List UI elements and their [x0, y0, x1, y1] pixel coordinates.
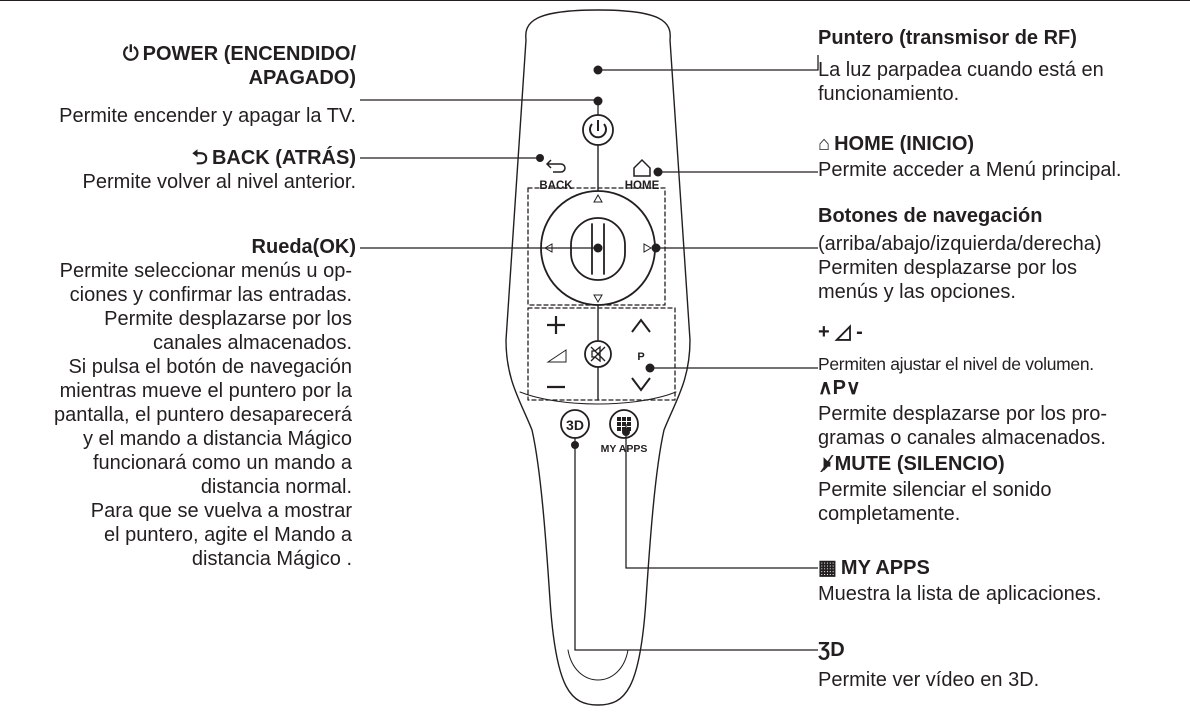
remote-lower-edge [519, 391, 677, 405]
power-icon: ⏻ [122, 43, 139, 65]
dot-back [536, 154, 544, 162]
mute-desc: Permite silenciar el sonido completament… [818, 479, 1052, 525]
dot-pointer [593, 65, 603, 75]
dot-3d [571, 441, 579, 449]
home-desc: Permite acceder a Menú principal. [818, 159, 1122, 181]
program-title: ∧P∨ [818, 377, 861, 399]
mute-icon: 🕨̸ [818, 453, 831, 475]
mute-glyph [590, 345, 606, 363]
threed-title: ƷD [818, 638, 1188, 662]
leader-3d [574, 438, 818, 651]
back-desc: Permite volver al nivel anterior. [82, 171, 356, 193]
ok-wheel [570, 217, 626, 281]
threed-desc: Permite ver vídeo en 3D. [818, 669, 1040, 691]
volume-ramp-icon [546, 349, 567, 363]
nav-down-icon [593, 294, 603, 304]
power-title: ⏻POWER (ENCENDIDO/ APAGADO) [122, 43, 356, 89]
wheel-desc: Permite seleccionar menús u op- ciones y… [54, 260, 352, 570]
top-rule [0, 0, 1190, 1]
mute-button [584, 340, 612, 368]
back-label: BACK [539, 180, 573, 192]
program-desc: Permite desplazarse por los pro- gramas … [818, 403, 1108, 449]
dot-volume [645, 363, 655, 373]
nav-desc: (arriba/abajo/izquierda/derecha) Permite… [818, 233, 1102, 303]
myapps-label: MY APPS [601, 443, 648, 455]
power-desc: Permite encender y apagar la TV. [59, 105, 356, 127]
back-arrow-icon: ⮌ [191, 147, 208, 169]
volume-desc: Permiten ajustar el nivel de volumen. [818, 354, 1094, 374]
remote-body-outline [505, 9, 691, 706]
dot-myapps [622, 428, 630, 436]
home-title: ⌂HOME (INICIO) [818, 133, 975, 155]
dot-wheel [593, 243, 603, 253]
volume-title: + ◿ - [818, 321, 863, 343]
channel-p-label: P [637, 351, 644, 363]
home-icon: ⌂ [818, 133, 831, 155]
myapps-desc: Muestra la lista de aplicaciones. [818, 583, 1102, 605]
dot-nav [651, 243, 661, 253]
nav-right-icon [643, 243, 653, 253]
nav-title: Botones de navegación [818, 205, 1043, 227]
leader-myapps [625, 424, 818, 569]
remote-tip-inner [567, 649, 629, 681]
dot-home [653, 167, 663, 177]
home-glyph [633, 158, 651, 177]
wheel-title: Rueda(OK) [251, 236, 356, 258]
pointer-title: Puntero (transmisor de RF) [818, 27, 1077, 49]
myapps-button [609, 409, 639, 439]
nav-up-icon [593, 193, 603, 203]
3d-button-glyph: 3D [566, 417, 584, 433]
3d-icon: ƷD [818, 639, 845, 661]
leader-pointer [598, 55, 819, 71]
mute-title: 🕨̸MUTE (SILENCIO) [818, 453, 1005, 475]
back-title: ⮌BACK (ATRÁS) [191, 147, 356, 169]
pointer-desc: La luz parpadea cuando está en funcionam… [818, 59, 1104, 105]
myapps-title: ▦MY APPS [818, 557, 930, 579]
channel-down-icon [631, 377, 651, 392]
home-label: HOME [625, 180, 660, 192]
volume-dashed-box [527, 307, 676, 401]
grid-icon: ▦ [818, 557, 837, 579]
channel-up-icon [631, 318, 651, 333]
volume-up-icon [547, 316, 565, 334]
dot-power [593, 96, 603, 106]
power-callout: ⏻POWER (ENCENDIDO/ APAGADO) [60, 42, 356, 90]
back-glyph [545, 159, 566, 173]
